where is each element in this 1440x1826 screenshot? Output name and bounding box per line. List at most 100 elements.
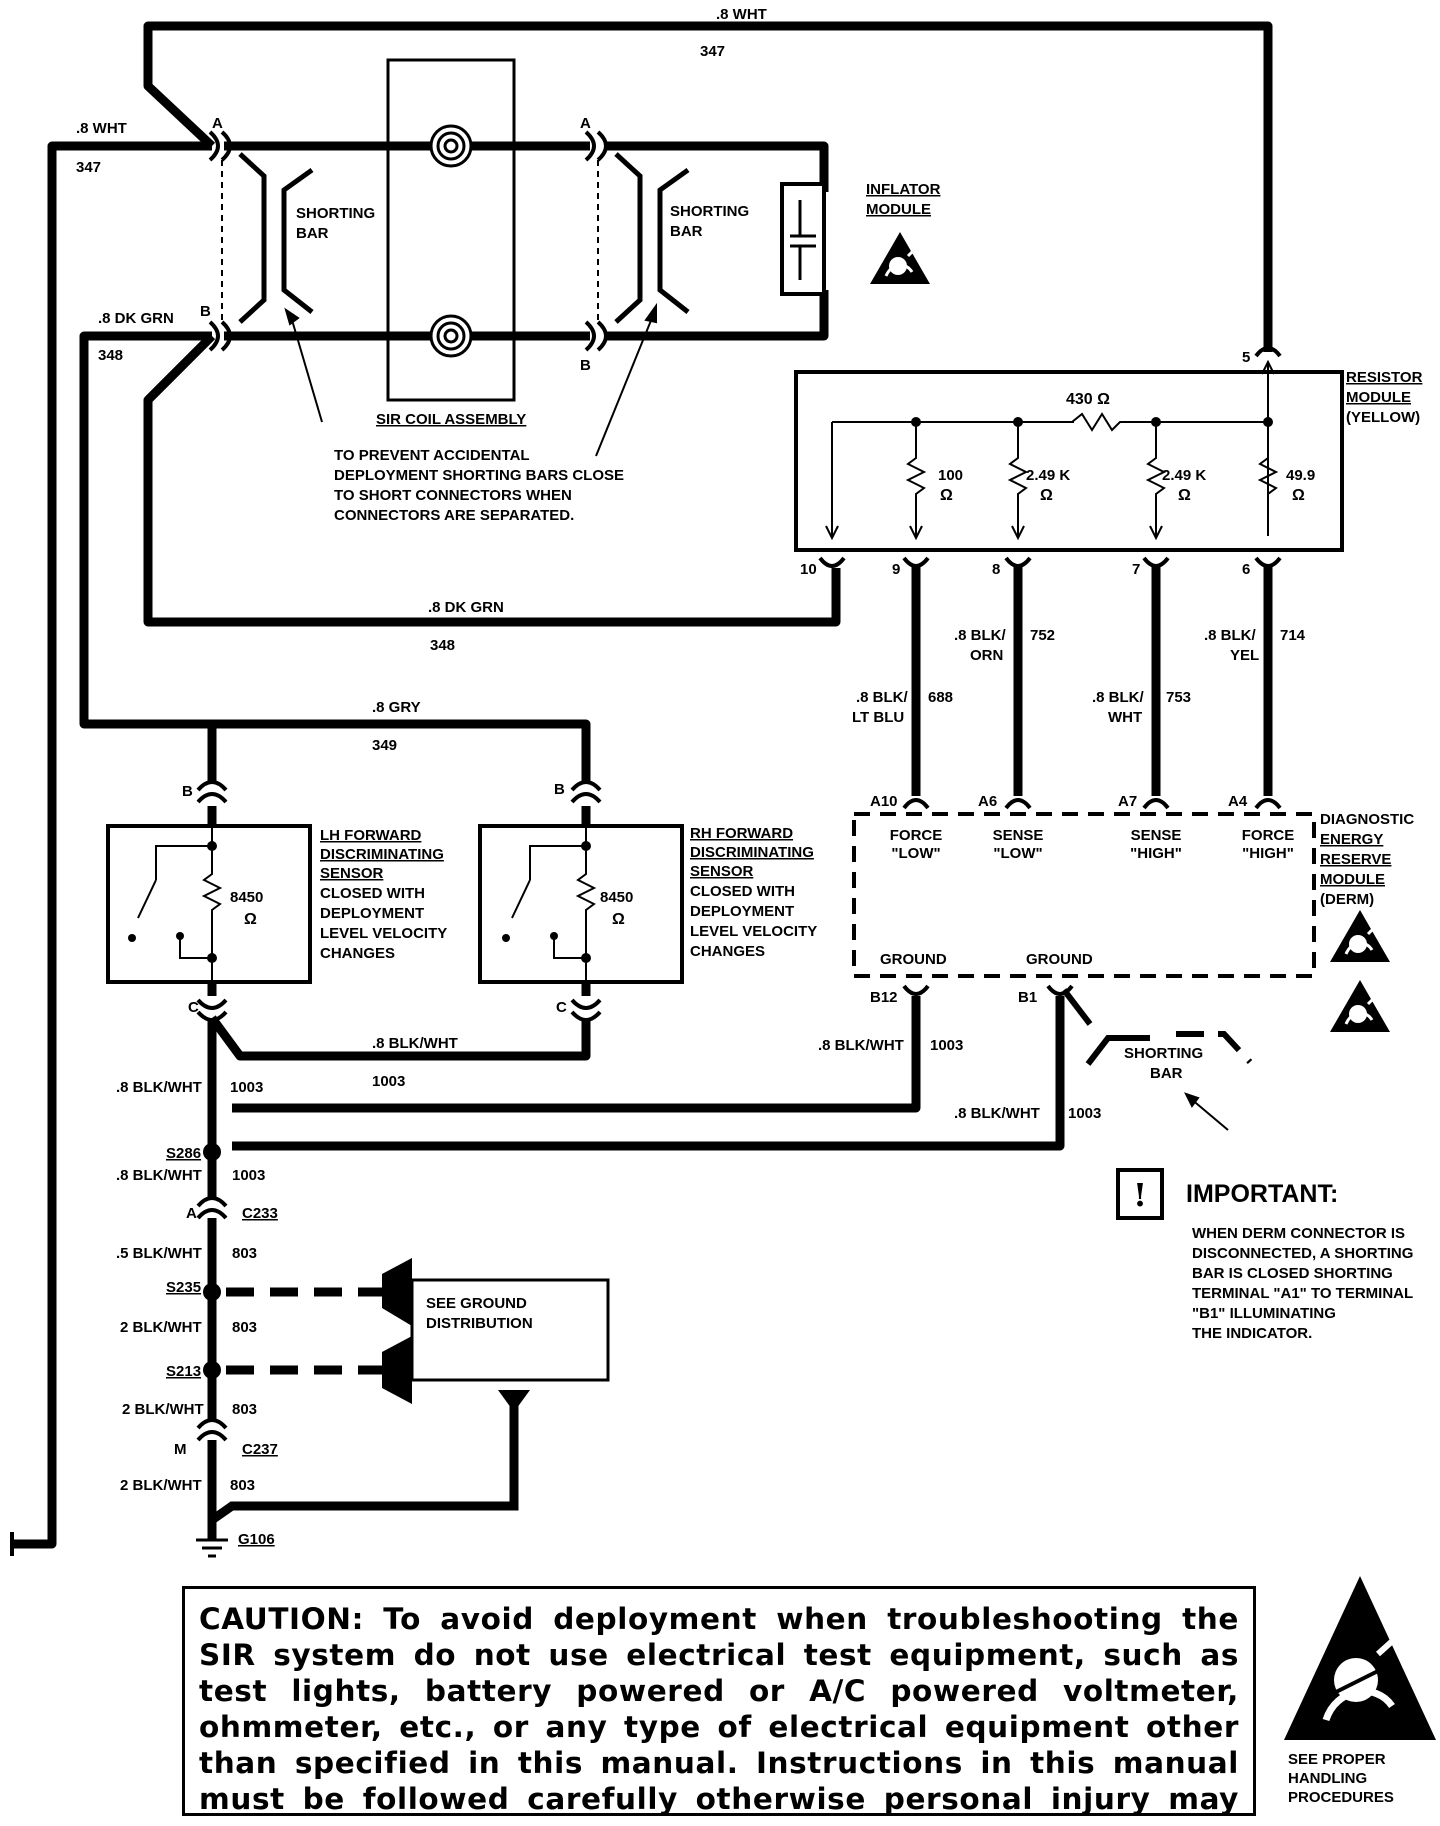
coil-pin-b-left: B xyxy=(200,303,211,320)
wire-label-pin7-circuit: 753 xyxy=(1166,689,1191,706)
lh-sensor-label-2: DISCRIMINATING xyxy=(320,846,444,863)
resistor-pin-7: 7 xyxy=(1132,561,1140,578)
wire-label-pin9-gauge-1: .8 BLK/ xyxy=(856,689,909,706)
wire-label-left-1-circuit: 1003 xyxy=(230,1079,263,1096)
wire-label-pin6-gauge-1: .8 BLK/ xyxy=(1204,627,1257,644)
resistor-49-9-unit: Ω xyxy=(1292,487,1305,504)
esd-warning-icon-inflator xyxy=(868,230,932,286)
important-title: IMPORTANT: xyxy=(1186,1180,1338,1208)
coil-pin-a-left: A xyxy=(212,115,223,132)
wire-label-mid-gauge: .8 DK GRN xyxy=(428,599,504,616)
coil-pin-a-right: A xyxy=(580,115,591,132)
wire-label-b1-circuit: 1003 xyxy=(1068,1105,1101,1122)
lh-sensor-label-4: CLOSED WITH xyxy=(320,885,425,902)
wire-label-left-b-gauge: .8 DK GRN xyxy=(98,310,174,327)
wire-label-left-a-gauge: .8 WHT xyxy=(76,120,127,137)
resistor-pin-8: 8 xyxy=(992,561,1000,578)
ground-distribution-label-2: DISTRIBUTION xyxy=(426,1315,533,1332)
shorting-bar-left-label-1: SHORTING xyxy=(296,205,375,222)
derm-function-3-line-1: SENSE xyxy=(1131,827,1182,844)
rh-sensor-pin-c: C xyxy=(556,999,567,1016)
derm-pin-connectors xyxy=(902,798,1282,996)
ground-distribution-label-1: SEE GROUND xyxy=(426,1295,527,1312)
derm-function-3-line-2: "HIGH" xyxy=(1130,845,1182,862)
coil-note-line-1: TO PREVENT ACCIDENTAL xyxy=(334,447,530,464)
rh-sensor-label-7: CHANGES xyxy=(690,943,765,960)
derm-function-2-line-2: "LOW" xyxy=(993,845,1042,862)
wire-label-pin9-gauge-2: LT BLU xyxy=(852,709,904,726)
derm-pin-a4: A4 xyxy=(1228,793,1248,810)
derm-pin-b1: B1 xyxy=(1018,989,1037,1006)
wire-label-left-6-circuit: 803 xyxy=(230,1477,255,1494)
derm-shorting-bar xyxy=(1061,988,1253,1066)
wire-label-left-4-circuit: 803 xyxy=(232,1319,257,1336)
rh-sensor-label-2: DISCRIMINATING xyxy=(690,844,814,861)
resistor-pin-10: 10 xyxy=(800,561,817,578)
derm-function-4-line-1: FORCE xyxy=(1242,827,1295,844)
splice-s286 xyxy=(203,1143,221,1161)
coil-spiral-bottom xyxy=(429,314,473,358)
derm-pin-b12: B12 xyxy=(870,989,898,1006)
resistor-430-label: 430 Ω xyxy=(1066,391,1110,408)
lh-sensor-label-5: DEPLOYMENT xyxy=(320,905,424,922)
resistor-100-value: 100 xyxy=(938,467,963,484)
inflator-module xyxy=(780,182,826,296)
important-line-3: BAR IS CLOSED SHORTING xyxy=(1192,1265,1393,1282)
inflator-label-1: INFLATOR xyxy=(866,181,941,198)
coil-connector-b-left xyxy=(208,320,232,352)
connector-c233-label: C233 xyxy=(242,1205,278,1222)
connector-c237-label: C237 xyxy=(242,1441,278,1458)
lh-sensor-unit: Ω xyxy=(244,911,257,928)
connector-c237-symbol xyxy=(196,1418,228,1442)
derm-pin-a10: A10 xyxy=(870,793,898,810)
connector-c237-pin: M xyxy=(174,1441,187,1458)
lh-sensor-label-7: CHANGES xyxy=(320,945,395,962)
wire-label-b12-gauge: .8 BLK/WHT xyxy=(818,1037,904,1054)
resistor-49-9-value: 49.9 xyxy=(1286,467,1315,484)
wire-label-left-4-gauge: 2 BLK/WHT xyxy=(120,1319,202,1336)
lh-sensor-label-1: LH FORWARD xyxy=(320,827,422,844)
caution-box: CAUTION: To avoid deployment when troubl… xyxy=(182,1586,1256,1816)
rh-sensor xyxy=(478,824,684,984)
resistor-100-unit: Ω xyxy=(940,487,953,504)
wire-label-top-circuit: 347 xyxy=(700,43,725,60)
wire-349 xyxy=(207,719,591,782)
derm-function-2-line-1: SENSE xyxy=(993,827,1044,844)
rh-sensor-label-3: SENSOR xyxy=(690,863,754,880)
wire-label-b12-circuit: 1003 xyxy=(930,1037,963,1054)
caution-text: CAUTION: To avoid deployment when troubl… xyxy=(199,1602,1239,1816)
derm-title-3: RESERVE xyxy=(1320,851,1391,868)
resistor-2k49-b-unit: Ω xyxy=(1178,487,1191,504)
rh-sensor-label-1: RH FORWARD xyxy=(690,825,793,842)
wire-label-b1-gauge: .8 BLK/WHT xyxy=(954,1105,1040,1122)
handling-procedures-label: SEE PROPER HANDLING PROCEDURES xyxy=(1288,1750,1418,1807)
coil-connector-b-right xyxy=(584,320,608,352)
ground-distribution-box xyxy=(410,1278,610,1382)
derm-function-1-line-2: "LOW" xyxy=(891,845,940,862)
rh-sensor-label-4: CLOSED WITH xyxy=(690,883,795,900)
wire-label-top-gauge: .8 WHT xyxy=(716,6,767,23)
rh-sensor-unit: Ω xyxy=(612,911,625,928)
important-line-6: THE INDICATOR. xyxy=(1192,1325,1312,1342)
lh-sensor-label-3: SENSOR xyxy=(320,865,384,882)
wire-label-sensors-gnd-circuit: 1003 xyxy=(372,1073,405,1090)
splice-s213 xyxy=(203,1361,221,1379)
important-line-2: DISCONNECTED, A SHORTING xyxy=(1192,1245,1413,1262)
wire-label-left-6-gauge: 2 BLK/WHT xyxy=(120,1477,202,1494)
coil-pin-b-right: B xyxy=(580,357,591,374)
derm-shorting-bar-label-1: SHORTING xyxy=(1124,1045,1203,1062)
wire-label-left-1-gauge: .8 BLK/WHT xyxy=(116,1079,202,1096)
ground-symbol xyxy=(196,1520,228,1558)
wire-label-pin6-circuit: 714 xyxy=(1280,627,1306,644)
resistor-2k49-a-unit: Ω xyxy=(1040,487,1053,504)
splice-s235 xyxy=(203,1283,221,1301)
resistor-module-label-3: (YELLOW) xyxy=(1346,409,1420,426)
wire-label-left-3-gauge: .5 BLK/WHT xyxy=(116,1245,202,1262)
wire-label-left-2-circuit: 1003 xyxy=(232,1167,265,1184)
coil-connector-a-right xyxy=(584,130,608,162)
wire-label-left-2-gauge: .8 BLK/WHT xyxy=(116,1167,202,1184)
wires-resistor-to-derm xyxy=(911,566,1273,796)
splice-s286-label: S286 xyxy=(166,1145,201,1162)
resistor-pin-6: 6 xyxy=(1242,561,1250,578)
wire-348 xyxy=(79,331,841,729)
